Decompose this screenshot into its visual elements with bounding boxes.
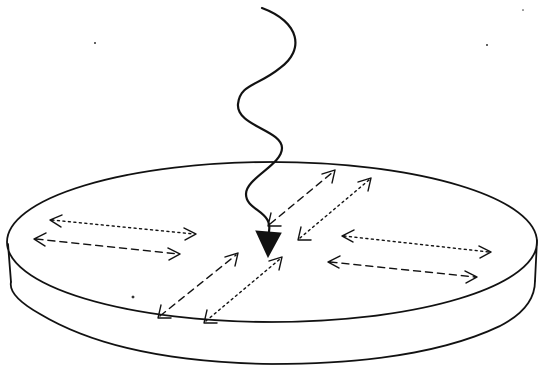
disc-right-edge xyxy=(535,240,537,281)
arrow-left-lower-dashed xyxy=(34,233,180,260)
arrow-right-lower-dashed xyxy=(328,256,477,283)
arrow-lower-diagonal-dashed xyxy=(158,253,238,318)
arrow-right-upper-dotted xyxy=(342,230,491,258)
incident-wave-arrow xyxy=(238,8,295,257)
arrow-left-upper-dotted xyxy=(50,215,196,240)
speck xyxy=(94,42,96,44)
wave-arrowhead-icon xyxy=(256,231,281,257)
speck xyxy=(522,9,524,11)
arrow-lower-diagonal-dotted xyxy=(204,257,282,323)
disc xyxy=(7,162,537,364)
disc-left-edge xyxy=(8,244,11,282)
wavy-line xyxy=(238,8,295,236)
speck xyxy=(132,296,135,299)
speck xyxy=(486,44,488,46)
arrow-upper-diagonal-dotted xyxy=(298,178,371,240)
arrow-upper-diagonal-dashed xyxy=(268,170,335,226)
